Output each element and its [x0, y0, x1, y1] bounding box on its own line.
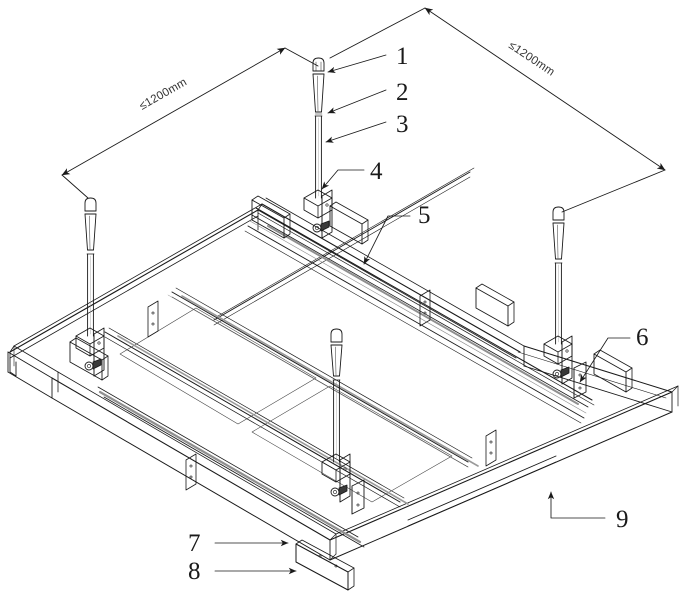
channel-shaded-upper: [267, 225, 579, 405]
end-channel-right-1: [475, 283, 515, 327]
main-runner-upper: [244, 207, 595, 424]
ceiling-grid-structure: [7, 167, 680, 591]
leader-5: [363, 215, 411, 265]
end-channel-bottom: [295, 539, 355, 591]
main-runner-mid: [300, 186, 680, 414]
hanger-clip-left[interactable]: [75, 327, 105, 377]
perimeter-channel-left: [7, 345, 59, 399]
end-channel-right-2: [593, 349, 633, 393]
callout-leaders: 1 2 3 4 5: [188, 43, 649, 585]
end-channel-left-1: [69, 337, 109, 381]
bracket-mid-left: [185, 453, 197, 491]
cross-tee-1: [213, 167, 475, 326]
anchor-head-left: [84, 197, 97, 215]
threaded-rod-center-bottom: [333, 379, 340, 463]
callout-4-label: 4: [370, 158, 383, 185]
callout-5-label: 5: [418, 202, 431, 229]
callout-8-label: 8: [188, 558, 201, 585]
grid-panels: [119, 307, 453, 503]
expansion-sleeve-left: [84, 213, 97, 255]
expansion-sleeve-center-bottom: [330, 344, 343, 381]
expansion-sleeve-right: [552, 222, 565, 264]
perimeter-channel-right: [517, 345, 673, 413]
hanger-clip-top-center[interactable]: [303, 189, 333, 239]
dimension-left: ≤1200mm: [61, 47, 319, 199]
hanger-assembly-top-center: [303, 57, 333, 239]
bracket-right-upper: [419, 289, 431, 327]
dimension-right-text: ≤1200mm: [506, 40, 556, 79]
callout-2-label: 2: [396, 79, 409, 106]
anchor-head-right: [552, 206, 565, 224]
hanger-assembly-left: [75, 197, 105, 377]
main-runner-back-right: [257, 197, 525, 359]
outer-flange-bottom-right: [407, 455, 557, 527]
callout-1-label: 1: [396, 43, 409, 70]
expansion-sleeve-top-center: [312, 73, 325, 117]
threaded-rod-left: [87, 253, 94, 337]
hanger-clip-center-bottom[interactable]: [321, 453, 365, 515]
hanger-assembly-center-bottom: [321, 328, 365, 515]
leader-3: [325, 121, 387, 143]
callout-9-label: 9: [616, 506, 629, 533]
bracket-left-upper: [147, 300, 159, 338]
leader-2: [327, 89, 387, 114]
threaded-rod-top-center: [315, 115, 322, 199]
callout-3-label: 3: [396, 111, 409, 138]
leader-6: [579, 337, 631, 383]
channel-shaded-cross: [117, 295, 479, 505]
channel-shaded-lower: [97, 386, 365, 548]
leader-4: [321, 169, 365, 190]
bracket-right-lower: [485, 429, 497, 467]
anchor-head-top-center: [312, 57, 325, 75]
hanger-clip-right[interactable]: [543, 335, 587, 399]
threaded-rod-right: [555, 262, 562, 345]
dimension-lines: ≤1200mm ≤1200mm: [61, 7, 666, 213]
end-channel-upper-right: [329, 201, 369, 245]
callout-6-label: 6: [636, 324, 649, 351]
end-channel-upper-left: [251, 195, 291, 239]
leader-9: [547, 491, 606, 519]
leader-1: [327, 54, 387, 74]
callout-7-label: 7: [188, 530, 201, 557]
hanger-assembly-right: [543, 206, 587, 399]
main-channel-lower-right: [329, 385, 679, 561]
